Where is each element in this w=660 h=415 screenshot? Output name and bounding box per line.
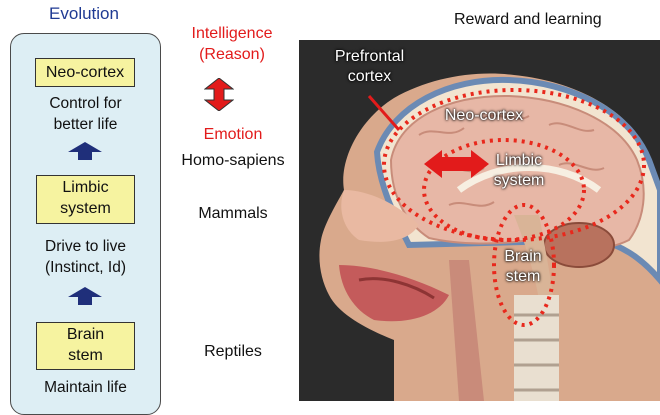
limbic-stage-label-line-1: Limbic	[37, 177, 134, 198]
limbic-system-label: Limbic system	[479, 151, 559, 191]
reward-learning-title: Reward and learning	[454, 11, 602, 29]
mammals-label: Mammals	[178, 205, 288, 223]
homo-sapiens-label: Homo-sapiens	[168, 152, 298, 170]
brainstem-stage-label-line-2: stem	[37, 345, 134, 366]
emotion-label: Emotion	[178, 126, 288, 144]
brainstem-line-1: Brain	[495, 247, 551, 267]
reptiles-label: Reptiles	[178, 343, 288, 361]
neocortex-stage-label: Neo-cortex	[46, 64, 124, 81]
neocortex-desc-line-1: Control for	[11, 93, 160, 114]
brain-cross-section-image: Prefrontal cortex Neo-cortex Limbic syst…	[299, 40, 660, 401]
intelligence-line-1: Intelligence	[170, 23, 294, 44]
brain-stem-label: Brain stem	[495, 247, 551, 287]
neocortex-desc-line-2: better life	[11, 114, 160, 135]
up-arrow-icon	[68, 142, 102, 160]
prefrontal-line-2: cortex	[317, 67, 422, 87]
brainstem-stage-description: Maintain life	[11, 377, 160, 398]
evolution-title: Evolution	[6, 4, 162, 24]
limbic-desc-line-2: (Instinct, Id)	[11, 257, 160, 278]
neocortex-label: Neo-cortex	[429, 106, 539, 126]
head-sagittal-illustration	[299, 40, 660, 401]
brainstem-desc-line-1: Maintain life	[11, 377, 160, 398]
prefrontal-line-1: Prefrontal	[317, 47, 422, 67]
brainstem-stage-box: Brain stem	[36, 322, 135, 370]
double-arrow-icon	[204, 78, 234, 111]
prefrontal-cortex-label: Prefrontal cortex	[317, 47, 422, 87]
limbic-stage-box: Limbic system	[36, 175, 135, 224]
brainstem-line-2: stem	[495, 267, 551, 287]
limbic-line-2: system	[479, 171, 559, 191]
up-arrow-icon	[68, 287, 102, 305]
limbic-stage-description: Drive to live (Instinct, Id)	[11, 236, 160, 278]
intelligence-line-2: (Reason)	[170, 44, 294, 65]
neocortex-stage-description: Control for better life	[11, 93, 160, 135]
limbic-desc-line-1: Drive to live	[11, 236, 160, 257]
brainstem-stage-label-line-1: Brain	[37, 324, 134, 345]
limbic-stage-label-line-2: system	[37, 198, 134, 219]
evolution-panel: Neo-cortex Control for better life Limbi…	[10, 33, 161, 415]
neocortex-stage-box: Neo-cortex	[35, 58, 135, 87]
intelligence-label: Intelligence (Reason)	[170, 23, 294, 65]
limbic-line-1: Limbic	[479, 151, 559, 171]
